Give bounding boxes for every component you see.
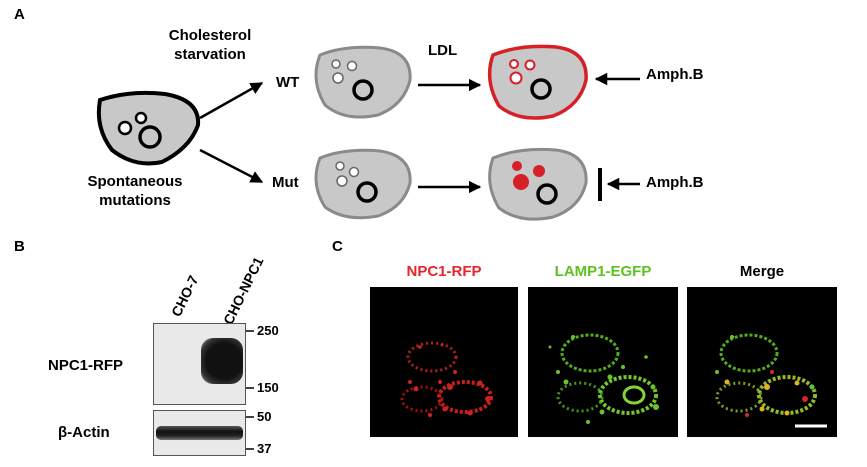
ldl-label: LDL [428,42,458,59]
mutations-line-2: mutations [99,192,171,209]
npc1-band [201,338,243,384]
source-cell [96,90,201,166]
amphb-top-label: Amph.B [646,66,704,83]
mut-starved-cell [314,148,412,220]
panel-c-letter: C [332,238,343,255]
marker-250: 250 [257,323,279,338]
blot-npc1 [153,323,246,405]
wt-starved-cell [314,45,412,119]
micrograph-npc1-rfp [370,287,518,437]
marker-50: 50 [257,409,272,424]
cholesterol-starvation-label: Cholesterol starvation [150,26,270,64]
panel-a-letter: A [14,6,25,23]
row-label-beta-actin: β-Actin [58,424,110,441]
blot-actin [153,410,246,456]
spontaneous-mutations-label: Spontaneous mutations [70,172,200,210]
row-label-npc1-rfp: NPC1-RFP [48,357,124,374]
mut-loaded-cell [488,147,588,221]
mut-label: Mut [272,174,299,191]
starvation-line-2: starvation [174,46,246,63]
channel-label-npc1-rfp: NPC1-RFP [406,263,482,280]
arrow-to-wt [199,81,264,120]
npc1-signal [400,341,493,417]
lamp1-signal [548,333,659,424]
wt-loaded-cell [487,44,588,120]
channel-label-merge: Merge [739,263,785,280]
mutations-line-1: Spontaneous [87,173,183,190]
marker-37: 37 [257,441,272,456]
marker-150: 150 [257,380,279,395]
starvation-line-1: Cholesterol [168,27,252,44]
channel-label-lamp1-egfp: LAMP1-EGFP [554,263,652,280]
actin-band [156,426,243,440]
arrow-to-mut [199,148,264,184]
panel-b-letter: B [14,238,25,255]
merge-signal [715,333,827,428]
amphb-bottom-label: Amph.B [646,174,704,191]
wt-label: WT [276,74,300,91]
micrograph-merge [687,287,837,437]
micrograph-lamp1-egfp [528,287,678,437]
